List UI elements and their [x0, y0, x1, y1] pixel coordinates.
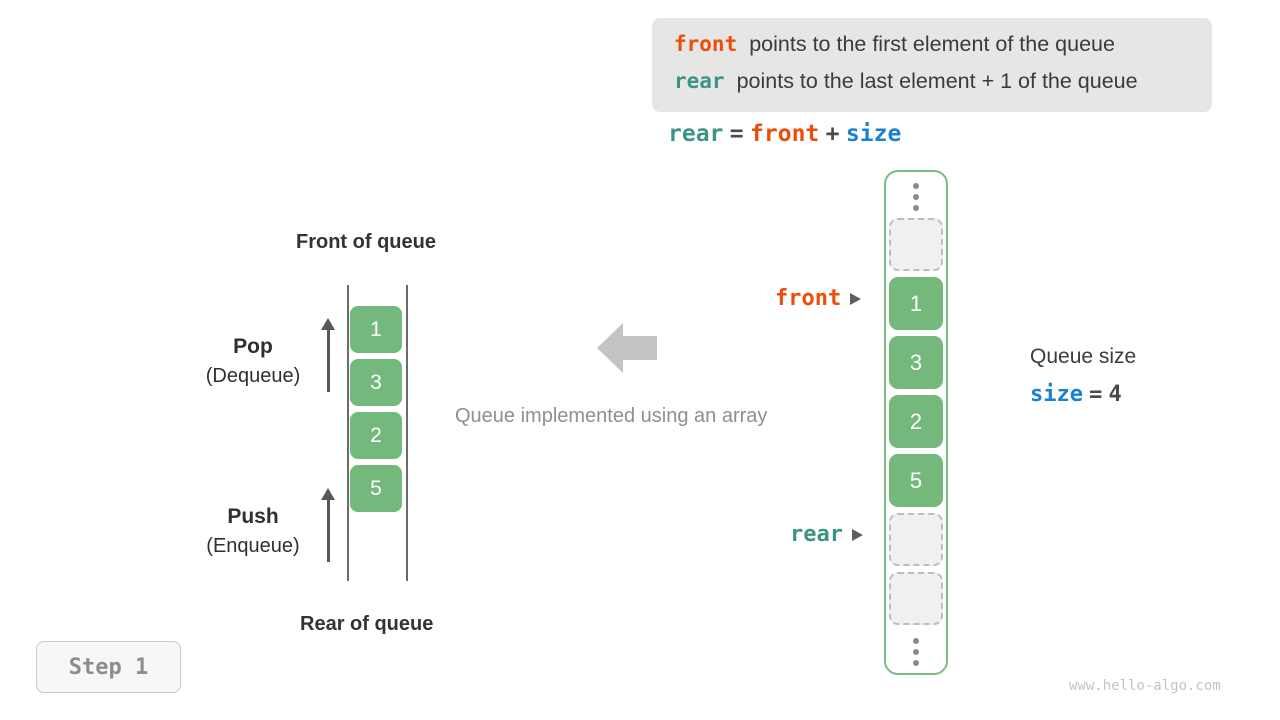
- queue-size-label: Queue size: [1030, 345, 1137, 368]
- front-pointer: front: [775, 286, 862, 311]
- formula-plus: +: [825, 121, 840, 147]
- queue-size-number: 4: [1108, 382, 1122, 407]
- queue-rail-left: [347, 285, 349, 581]
- rear-of-queue-label: Rear of queue: [300, 613, 434, 635]
- array-cell-filled: 1: [889, 277, 943, 330]
- bottom-ellipsis-icon: [889, 631, 943, 673]
- queue-size-expression: size = 4: [1030, 381, 1122, 407]
- array-cell-empty: [889, 513, 943, 566]
- formula-front: front: [750, 121, 820, 147]
- top-ellipsis-icon: [889, 176, 943, 218]
- queue-size-var: size: [1030, 382, 1083, 407]
- formula-rear: rear: [668, 121, 724, 147]
- array-cell-empty: [889, 218, 943, 271]
- left-queue-cell: 1: [350, 306, 402, 353]
- front-pointer-label: front: [775, 286, 842, 311]
- array-cell-filled: 3: [889, 336, 943, 389]
- queue-size-equals: =: [1089, 382, 1103, 407]
- queue-rail-right: [406, 285, 408, 581]
- pop-title: Pop: [233, 335, 273, 358]
- legend-box: front points to the first element of the…: [652, 18, 1212, 112]
- front-of-queue-label: Front of queue: [296, 231, 436, 253]
- push-title: Push: [227, 505, 279, 528]
- left-queue-cell: 2: [350, 412, 402, 459]
- array-cell-filled: 5: [889, 454, 943, 507]
- pop-label: Pop (Dequeue): [178, 333, 328, 391]
- front-pointer-arrow-icon: [850, 292, 862, 305]
- left-arrow-icon: [597, 323, 657, 378]
- rear-pointer: rear: [790, 522, 863, 547]
- formula-equals: =: [729, 121, 744, 147]
- step-badge: Step 1: [36, 641, 181, 693]
- left-queue-cell: 3: [350, 359, 402, 406]
- diagram-caption: Queue implemented using an array: [455, 405, 768, 427]
- legend-line-rear: rear points to the last element + 1 of t…: [674, 69, 1190, 106]
- legend-line-front: front points to the first element of the…: [674, 32, 1190, 69]
- rear-pointer-arrow-icon: [851, 528, 863, 541]
- pop-up-arrow-icon: [320, 318, 336, 392]
- legend-description-front: points to the first element of the queue: [749, 32, 1115, 56]
- formula-size: size: [845, 121, 902, 147]
- push-subtitle: (Enqueue): [206, 535, 300, 557]
- left-queue-cell: 5: [350, 465, 402, 512]
- left-queue-cell-stack: 1 3 2 5: [350, 306, 402, 518]
- watermark: www.hello-algo.com: [1069, 678, 1221, 694]
- array-cell-empty: [889, 572, 943, 625]
- push-up-arrow-icon: [320, 488, 336, 562]
- rear-pointer-label: rear: [790, 522, 843, 547]
- legend-keyword-rear: rear: [674, 69, 725, 93]
- legend-description-rear: points to the last element + 1 of the qu…: [736, 69, 1138, 93]
- formula-rear-equals-front-plus-size: rear = front + size: [668, 120, 901, 147]
- push-label: Push (Enqueue): [178, 503, 328, 561]
- pop-subtitle: (Dequeue): [205, 365, 301, 387]
- legend-keyword-front: front: [674, 32, 738, 56]
- array-cell-filled: 2: [889, 395, 943, 448]
- array-cell-stack: 1 3 2 5: [889, 176, 943, 673]
